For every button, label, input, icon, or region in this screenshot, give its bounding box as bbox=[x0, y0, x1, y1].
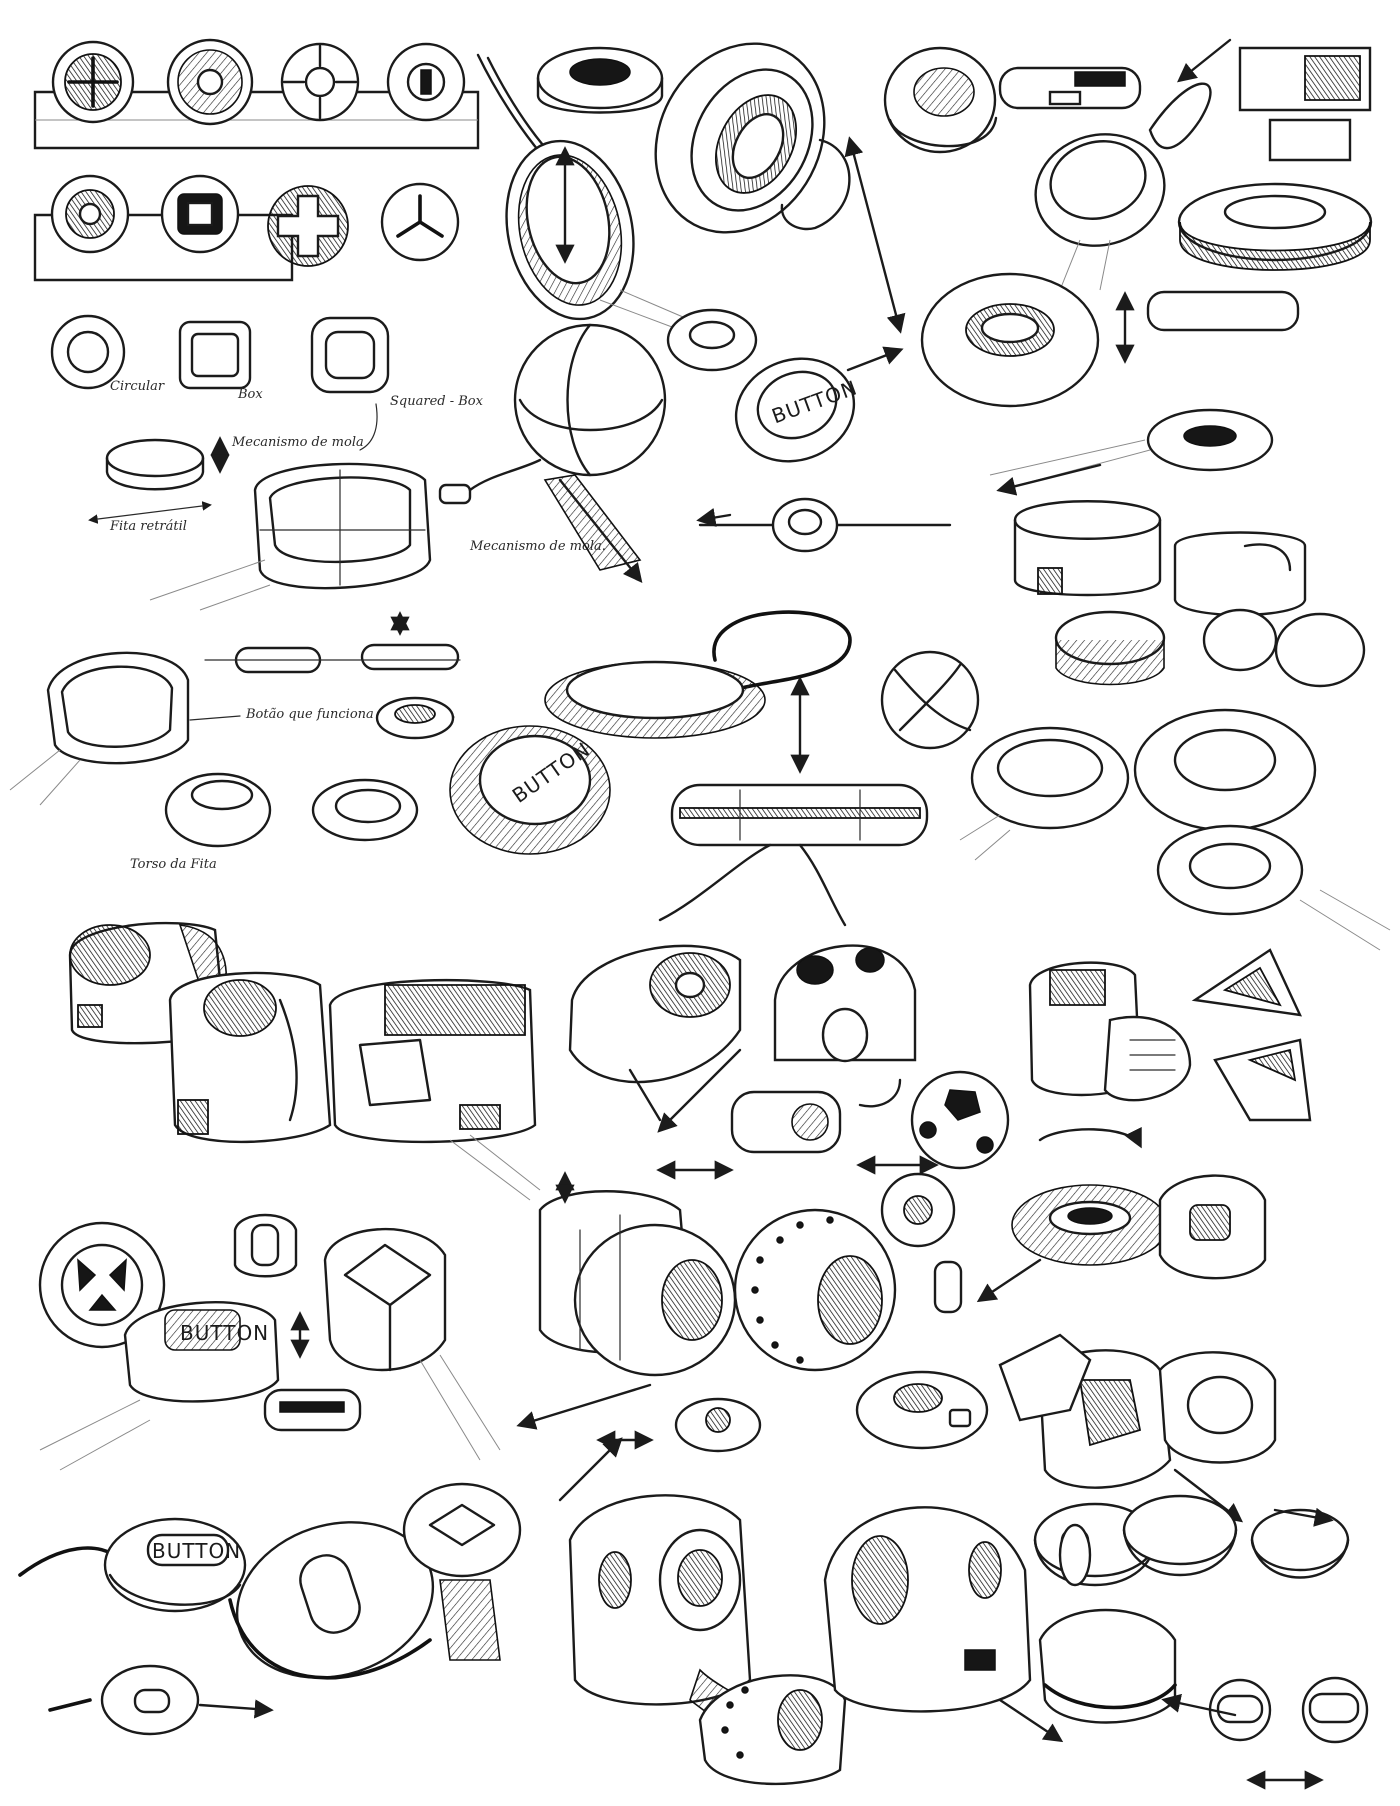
label-spring-mechanism-2: Mecanismo de mola. bbox=[469, 539, 606, 554]
keychain-pendant-concept bbox=[1034, 82, 1212, 291]
tri-hole-cup-concept bbox=[402, 1482, 522, 1661]
ring-button-top bbox=[536, 46, 664, 114]
tape-measure-concept-icon bbox=[328, 978, 541, 1201]
sphere-small-concept bbox=[880, 650, 980, 750]
soft-squared-case-concept bbox=[9, 651, 190, 806]
slim-clip-concept bbox=[998, 66, 1142, 110]
tape-measure-concept-icon bbox=[168, 971, 332, 1144]
button-disc-large: BUTTON bbox=[449, 725, 611, 855]
flat-disc-concept bbox=[1177, 182, 1373, 271]
pendant-concept-1 bbox=[476, 53, 691, 331]
dial-button-icon bbox=[50, 174, 130, 254]
dial-button-icon bbox=[386, 42, 466, 122]
hex-cluster-concept bbox=[998, 1333, 1277, 1523]
capsule-bar-concept bbox=[658, 783, 929, 927]
small-cylinder-studies bbox=[1058, 1523, 1369, 1790]
ring-small-concept bbox=[375, 696, 455, 740]
small-ring-concept bbox=[666, 308, 758, 372]
donut-module-concept bbox=[920, 272, 1300, 408]
wheel-case-concept: BUTTON bbox=[38, 1221, 280, 1471]
shape-study-circle: Circular bbox=[50, 314, 165, 394]
rounded-puck-concept bbox=[883, 46, 998, 154]
large-dome-concept bbox=[823, 1506, 1064, 1743]
pebble-button-concept bbox=[311, 778, 419, 842]
button-cord-concept: BUTTON bbox=[18, 1517, 247, 1613]
dial-button-icon bbox=[280, 42, 360, 122]
cylinder-block-concept bbox=[1013, 500, 1166, 686]
button-strip-second bbox=[33, 174, 460, 282]
cord-disc-concept bbox=[544, 610, 852, 774]
double-roll-concept bbox=[516, 1171, 737, 1430]
triangle-tape-concept bbox=[1038, 948, 1312, 1149]
label-spring-mechanism: Mecanismo de mola bbox=[231, 435, 364, 450]
bottle-clip-concept bbox=[233, 1213, 362, 1432]
tape-cross-concept: Torso da Fita bbox=[130, 772, 272, 872]
label-squared-box: Squared - Box bbox=[390, 394, 484, 409]
dial-button-icon bbox=[160, 174, 240, 254]
blocky-tape-concept bbox=[1028, 961, 1192, 1102]
dotted-shell-concept bbox=[698, 1674, 847, 1786]
dial-button-icon bbox=[51, 40, 135, 124]
bracket-part-concept bbox=[1177, 38, 1372, 162]
spring-puck-concept: Mecanismo de mola Fita retrátil bbox=[88, 435, 364, 534]
button-pendant-concept: BUTTON bbox=[734, 346, 904, 463]
button-strip-top bbox=[33, 38, 480, 150]
dial-button-icon bbox=[267, 185, 349, 267]
dotted-sphere-concept bbox=[733, 1172, 963, 1372]
oval-button-module bbox=[855, 1370, 989, 1450]
sphere-module-concept bbox=[513, 323, 667, 583]
small-lens-concept bbox=[596, 1397, 762, 1453]
pill-block-concept bbox=[1173, 531, 1307, 617]
label-retractable-cord: Fita retrátil bbox=[109, 519, 187, 534]
ring-base-concept bbox=[989, 408, 1274, 496]
label-circular: Circular bbox=[110, 379, 165, 394]
dial-button-icon bbox=[380, 182, 460, 262]
label-box: Box bbox=[237, 387, 263, 402]
shape-study-squared-box: Squared - Box bbox=[310, 316, 484, 451]
dial-button-icon bbox=[166, 38, 254, 126]
cord-loop-icon bbox=[696, 497, 952, 553]
squared-case-concept: Mecanismo de mola. bbox=[149, 458, 606, 611]
button-label-4: BUTTON bbox=[152, 1539, 241, 1563]
side-tape-concept bbox=[656, 1090, 842, 1180]
rotating-ring-concept bbox=[654, 42, 906, 334]
shell-window-concept bbox=[558, 1437, 802, 1762]
label-tape-cross: Torso da Fita bbox=[130, 857, 217, 872]
cube-soft-concept bbox=[323, 1227, 501, 1461]
dome-tape-concept bbox=[773, 944, 917, 1108]
soccer-ball-concept bbox=[856, 1070, 1010, 1175]
roller-concept bbox=[1133, 608, 1391, 951]
cup-cluster-concept bbox=[1033, 1494, 1350, 1724]
shape-study-box: Box bbox=[178, 320, 263, 402]
torus-spring-concept bbox=[976, 1174, 1267, 1303]
cord-slide-concept bbox=[48, 1664, 274, 1736]
double-arrow-icon bbox=[1161, 1507, 1334, 1717]
button-label-3: BUTTON bbox=[180, 1321, 269, 1345]
shell-tape-concept bbox=[568, 944, 742, 1133]
tape-disc-concept bbox=[959, 726, 1130, 861]
